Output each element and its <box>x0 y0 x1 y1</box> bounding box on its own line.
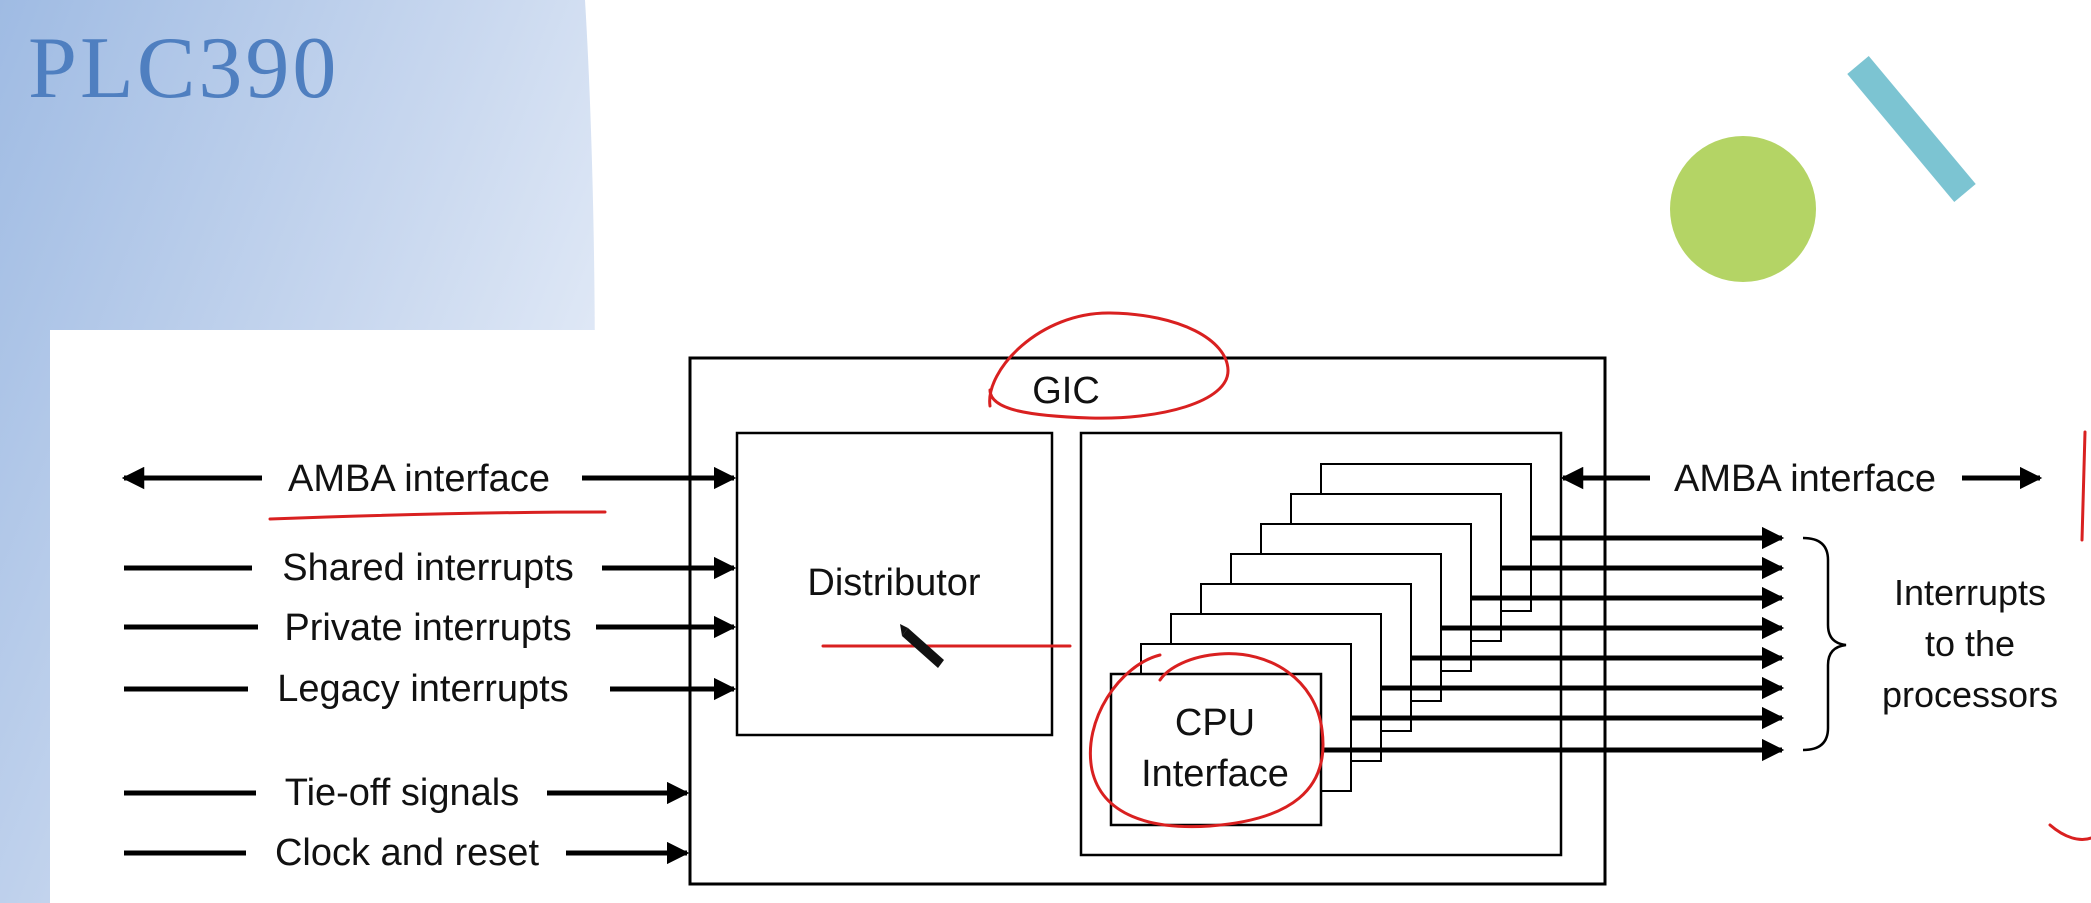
cpu-interface-label-line1: CPU <box>1175 702 1255 744</box>
interrupts-note-line3: processors <box>1882 674 2058 715</box>
slide-title: PLC390 <box>28 20 340 117</box>
legacy-interrupts-label: Legacy interrupts <box>277 668 569 710</box>
tieoff-signals-label: Tie-off signals <box>285 772 519 814</box>
clock-reset-label: Clock and reset <box>275 832 539 874</box>
interrupts-note-line1: Interrupts <box>1894 572 2046 613</box>
amba-underline-annotation <box>268 510 607 521</box>
teal-bar-decoration <box>1847 56 1976 202</box>
interrupts-brace <box>1802 536 1847 752</box>
left-signal-lines <box>121 466 737 865</box>
left-amba-label: AMBA interface <box>288 458 550 500</box>
right-edge-hook-annotation <box>2048 823 2091 841</box>
interrupt-output-arrows <box>1321 526 1785 762</box>
right-amba-label: AMBA interface <box>1674 458 1936 500</box>
gic-label: GIC <box>1032 370 1100 412</box>
red-annotations <box>268 311 2091 841</box>
right-edge-mark-annotation <box>2080 430 2087 542</box>
green-circle-decoration <box>1670 136 1816 282</box>
interrupts-note-line2: to the <box>1925 623 2015 664</box>
gic-circle-annotation <box>988 311 1230 420</box>
private-interrupts-label: Private interrupts <box>284 607 571 649</box>
shared-interrupts-label: Shared interrupts <box>282 547 574 589</box>
cpu-interface-circle-annotation <box>1089 652 1325 829</box>
cpu-interface-box-front <box>1109 672 1323 827</box>
distributor-label: Distributor <box>807 562 980 604</box>
distributor-box <box>735 431 1054 737</box>
pen-cursor-icon <box>900 624 944 668</box>
cpu-interface-stack <box>1109 463 1532 827</box>
cpu-interface-label-line2: Interface <box>1141 753 1289 795</box>
